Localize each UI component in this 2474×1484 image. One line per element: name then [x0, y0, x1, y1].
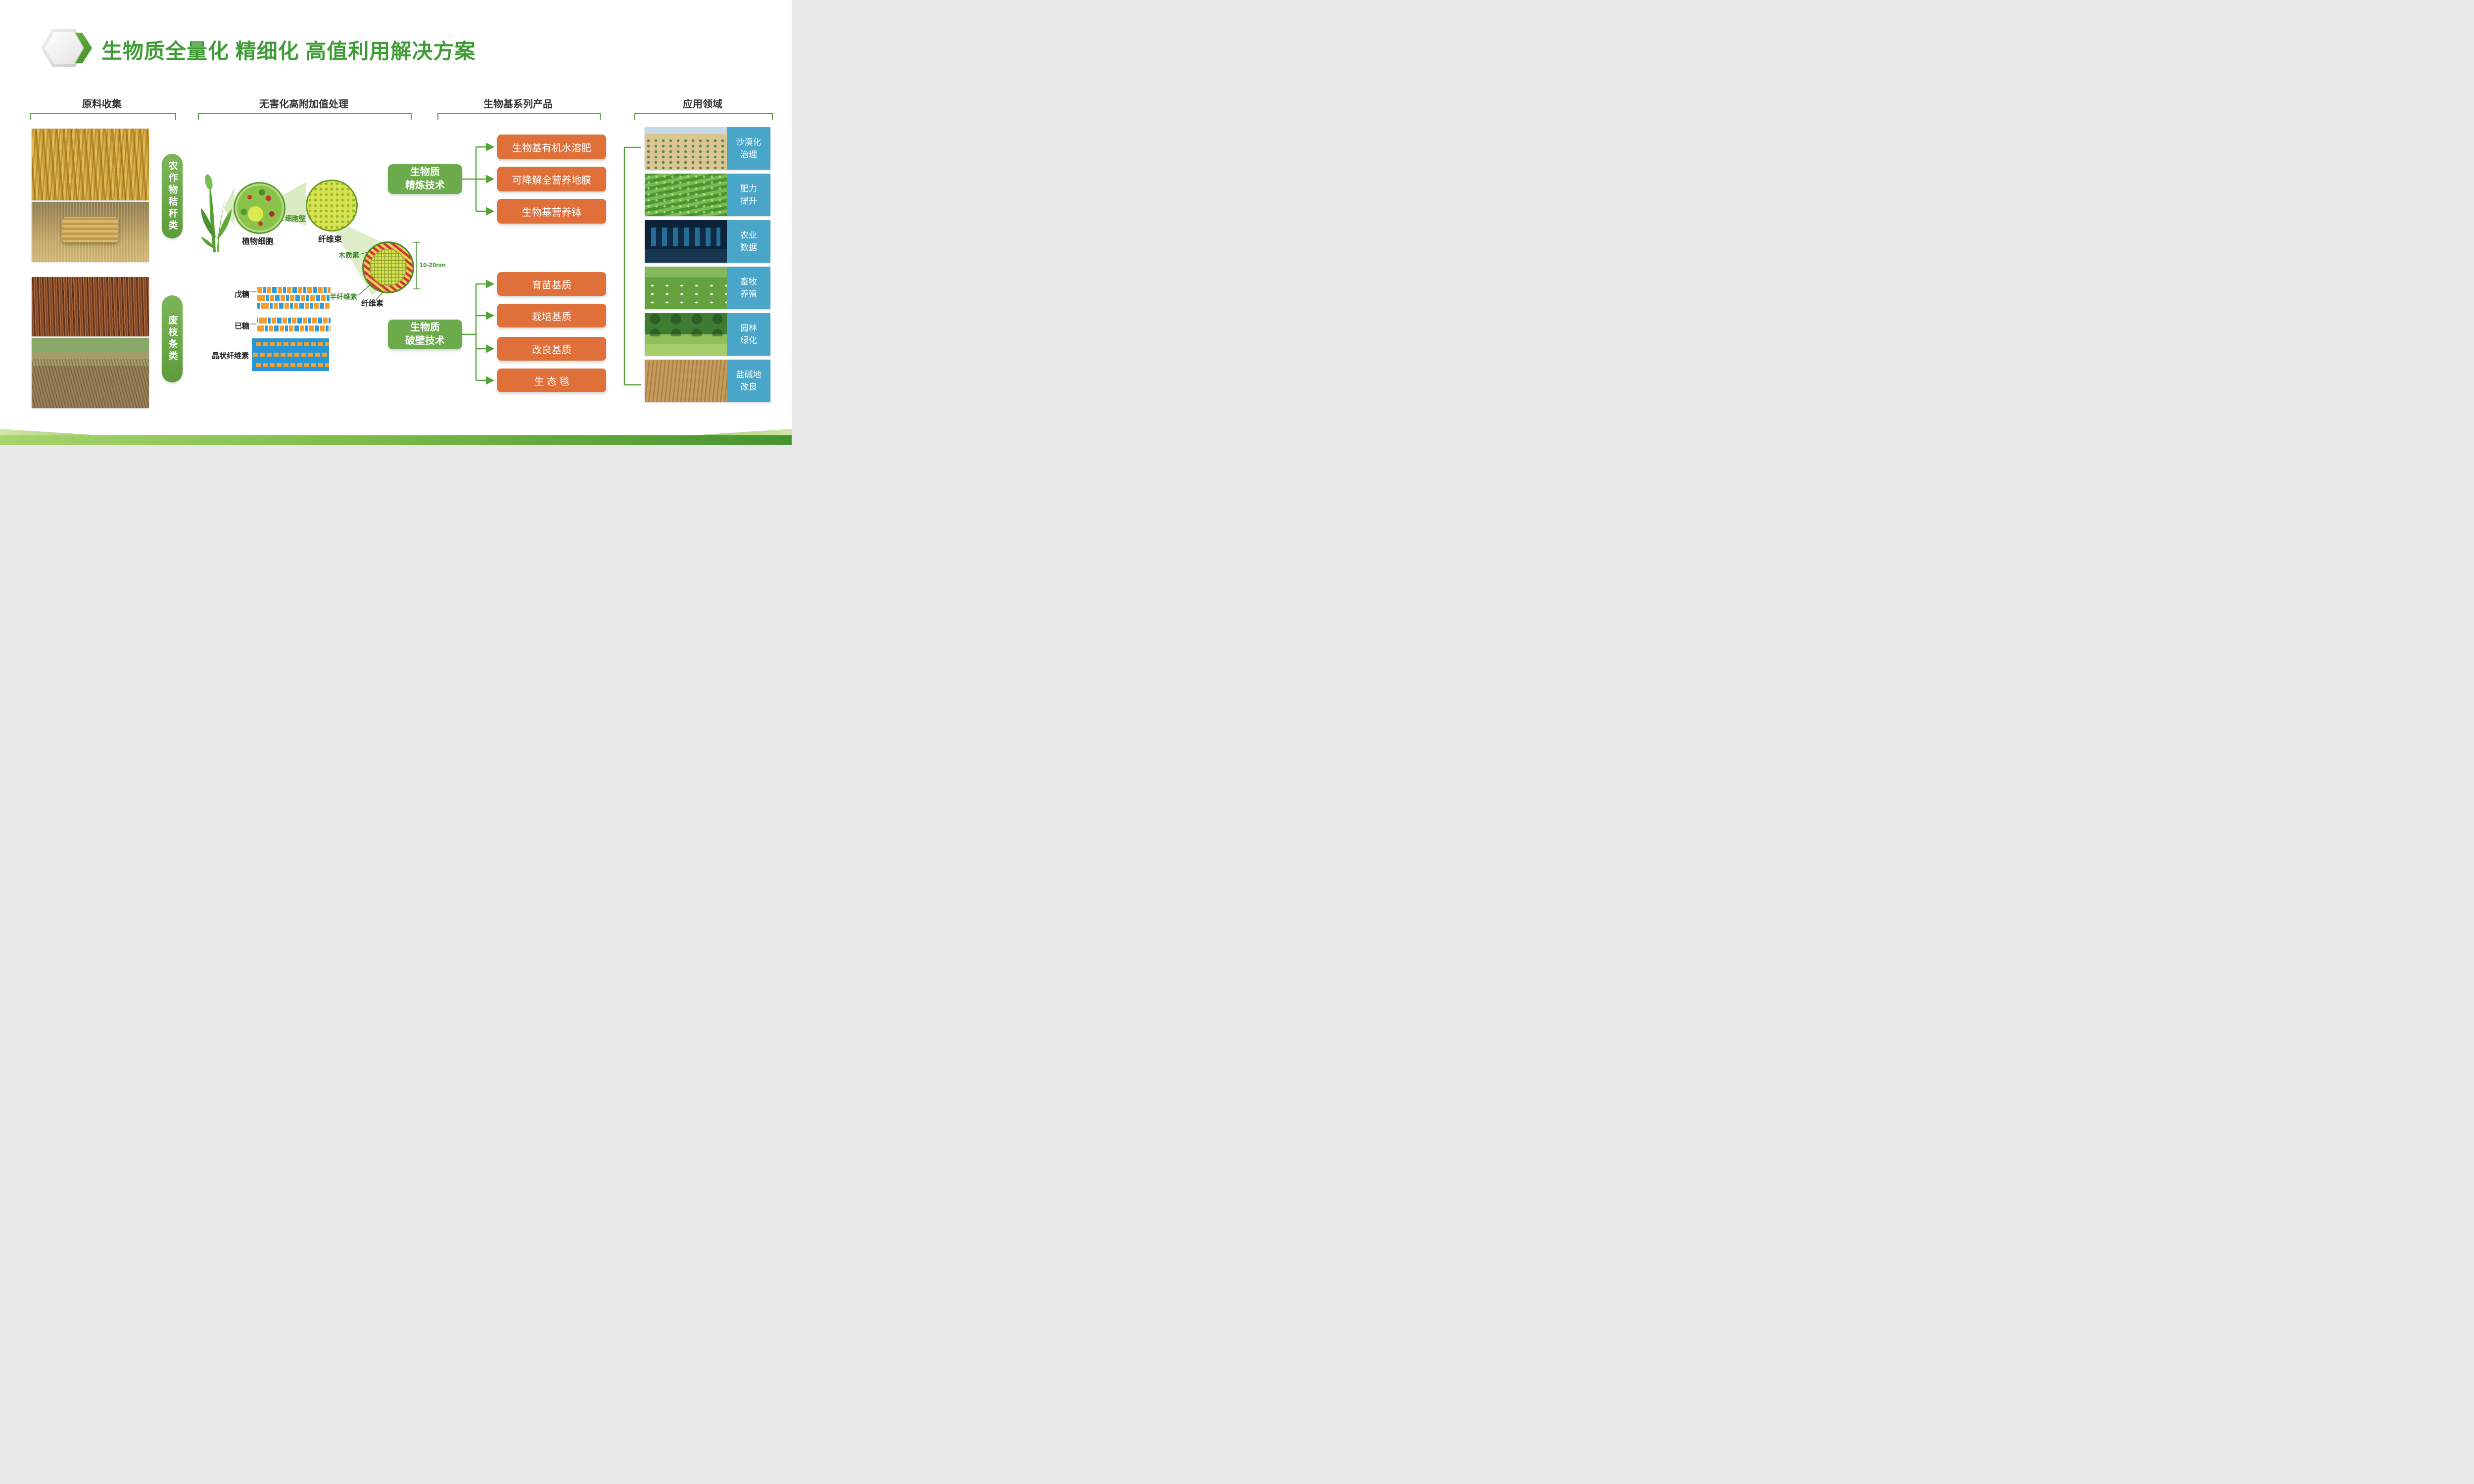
label-scale-10-20nm: 10-20nm — [420, 261, 446, 269]
label-pentose: 戊糖 — [235, 290, 250, 299]
label-plant-cell: 植物细胞 — [241, 237, 274, 246]
label-lignin: 木质素 — [338, 251, 359, 259]
label-crystalline-cellulose: 晶状纤维素 — [212, 352, 249, 360]
tech-box-refining: 生物质 精炼技术 — [388, 164, 462, 194]
material-group-crop-straw: 农作物秸秆类 — [162, 154, 183, 238]
application-row-saline-soil: 盐碱地 改良 — [645, 360, 770, 402]
application-label: 盐碱地 改良 — [727, 360, 770, 402]
application-label: 沙漠化 治理 — [727, 127, 770, 170]
application-row-agriculture-data: 农业 数据 — [645, 220, 770, 263]
product-nutrition-pot: 生物基营养钵 — [497, 199, 606, 224]
product-seedling-substrate: 育苗基质 — [497, 272, 606, 296]
label-cellulose: 纤维素 — [361, 299, 384, 308]
bracket-processing — [198, 113, 412, 120]
photo-landscaping — [645, 313, 727, 356]
photo-agriculture-data — [645, 220, 727, 263]
photo-waste-branches — [32, 277, 149, 336]
page-title: 生物质全量化 精细化 高值利用解决方案 — [101, 40, 476, 63]
product-improved-substrate: 改良基质 — [497, 337, 606, 361]
application-label: 畜牧 养殖 — [727, 267, 770, 309]
slide-canvas: 生物质全量化 精细化 高值利用解决方案 原料收集 无害化高附加值处理 生物基系列… — [0, 0, 792, 445]
product-degradable-mulch-film: 可降解全营养地膜 — [497, 167, 606, 191]
section-header-materials: 原料收集 — [82, 99, 122, 110]
connector-wall-breaking — [462, 279, 495, 385]
photo-soil-fertility — [645, 174, 727, 216]
photo-corn-straw — [32, 129, 149, 200]
bracket-products — [437, 113, 601, 120]
footer-band — [0, 435, 792, 445]
label-cell-wall: 细胞壁 — [285, 215, 306, 223]
dimension-line — [413, 242, 420, 289]
section-header-processing: 无害化高附加值处理 — [259, 99, 348, 110]
fiber-cross-section-diagram — [362, 241, 414, 293]
section-header-products: 生物基系列产品 — [483, 99, 553, 110]
application-label: 园林 绿化 — [727, 313, 770, 356]
bracket-applications — [634, 113, 773, 120]
hexose-chain-row — [257, 318, 331, 324]
application-label: 肥力 提升 — [727, 174, 770, 216]
photo-desert-control — [645, 127, 727, 170]
photo-livestock — [645, 267, 727, 309]
fiber-bundle-diagram — [306, 180, 358, 232]
photo-orchard-prunings — [32, 338, 149, 408]
hexose-chain-row — [257, 325, 331, 331]
application-row-desert-control: 沙漠化 治理 — [645, 127, 770, 170]
plant-cell-diagram — [234, 182, 285, 234]
pentose-chain-row — [257, 287, 331, 293]
application-label: 农业 数据 — [727, 220, 770, 263]
product-water-soluble-fertilizer: 生物基有机水溶肥 — [497, 135, 606, 159]
product-cultivation-substrate: 栽培基质 — [497, 304, 606, 327]
plant-illustration — [197, 169, 236, 256]
label-hexose: 已糖 — [235, 322, 250, 330]
connector-refining — [462, 142, 495, 216]
applications-bracket — [623, 146, 641, 386]
material-group-waste-branches: 废枝条类 — [162, 295, 183, 382]
label-hemicellulose: 半纤维素 — [330, 293, 357, 301]
application-row-soil-fertility: 肥力 提升 — [645, 174, 770, 216]
photo-hay-bales — [32, 202, 149, 262]
pentose-chain-row — [257, 303, 331, 309]
tech-box-wall-breaking: 生物质 破壁技术 — [388, 320, 462, 349]
application-row-livestock: 畜牧 养殖 — [645, 267, 770, 309]
crystalline-cellulose-diagram — [252, 338, 329, 371]
pentose-chain-row — [257, 295, 331, 301]
application-row-landscaping: 园林 绿化 — [645, 313, 770, 356]
label-fiber-bundle: 纤维束 — [318, 235, 342, 244]
product-ecological-blanket: 生 态 毯 — [497, 369, 606, 392]
photo-saline-soil — [645, 360, 727, 402]
section-header-applications: 应用领域 — [683, 99, 722, 110]
bracket-materials — [30, 113, 176, 120]
